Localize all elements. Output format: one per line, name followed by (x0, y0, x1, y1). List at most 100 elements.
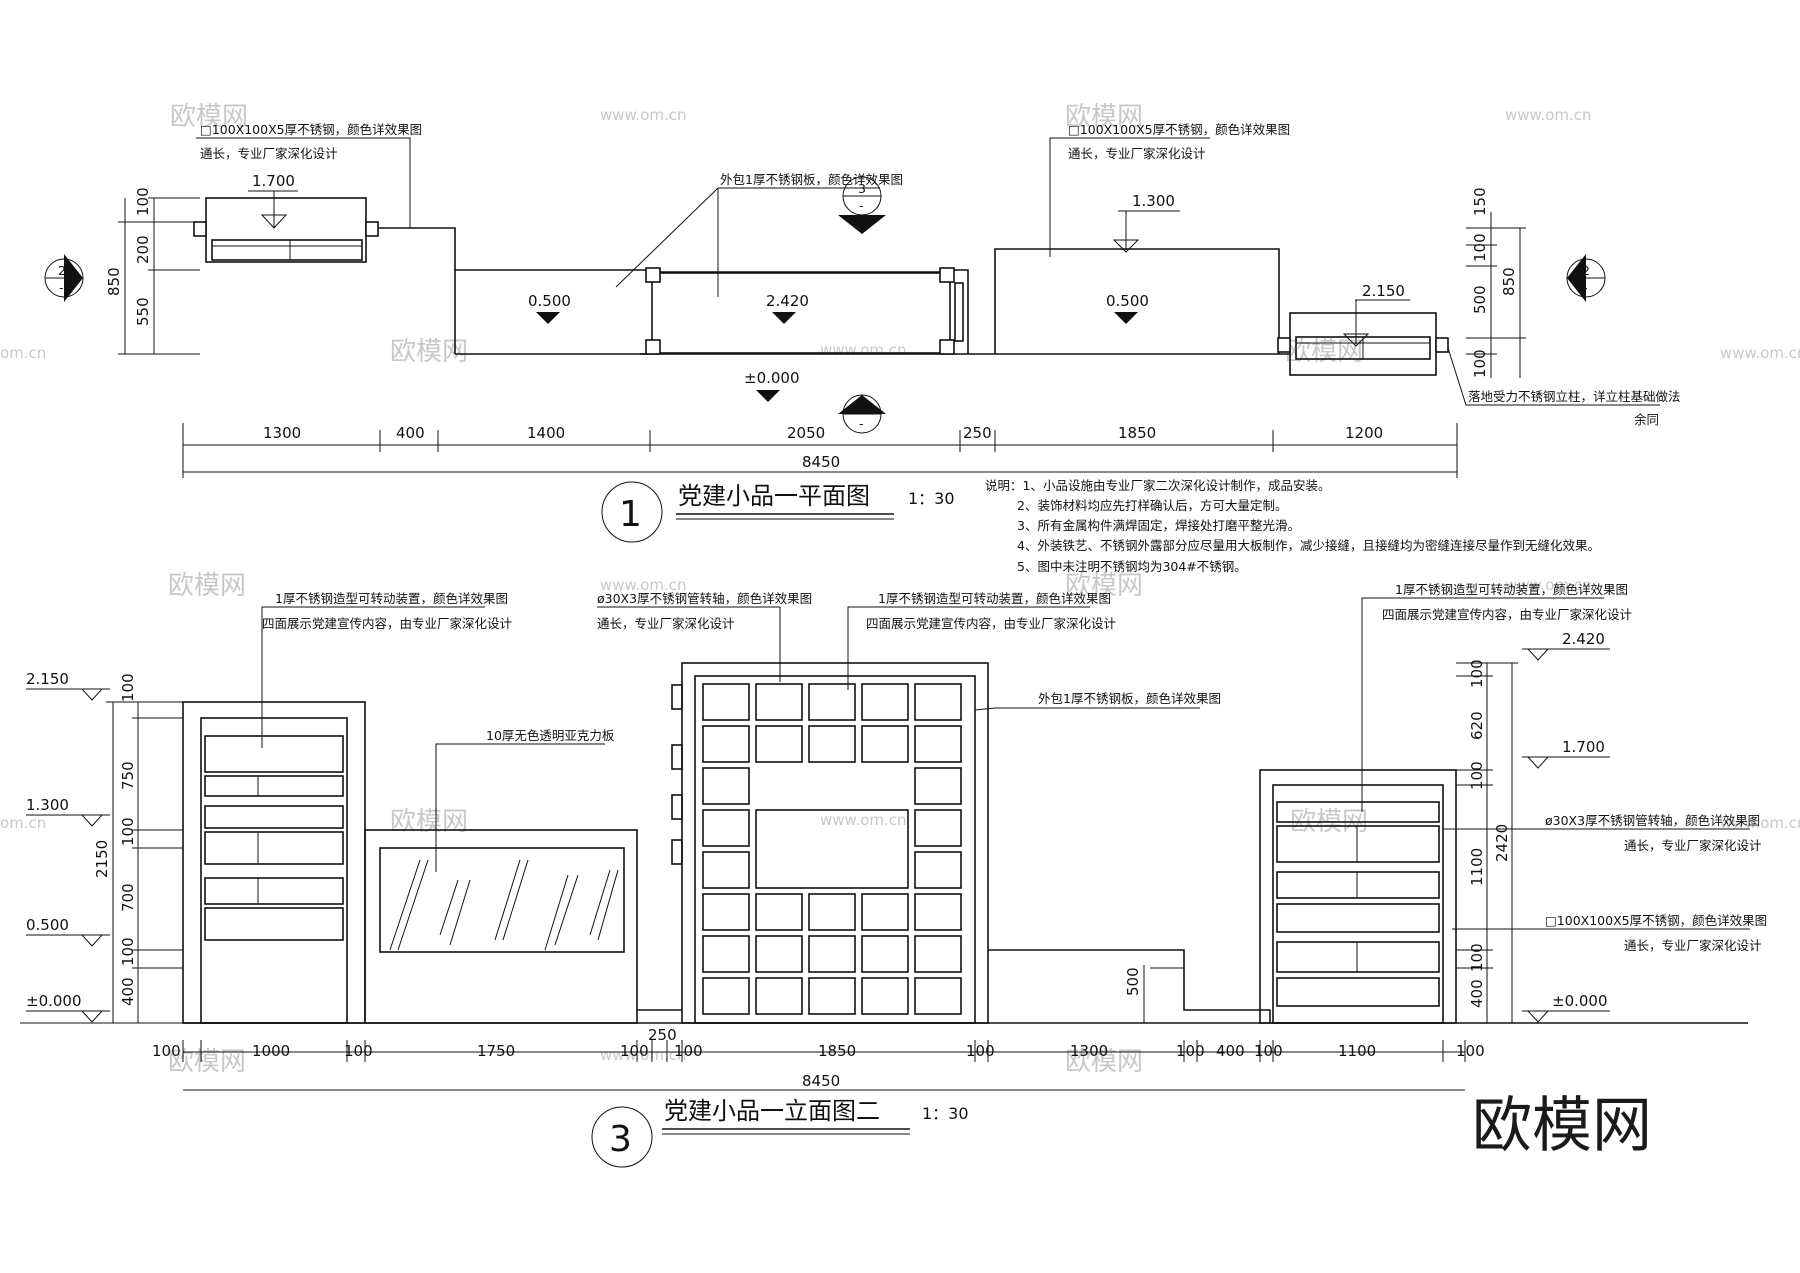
plan-left-unit (205, 197, 367, 263)
dim-label: 400 (396, 424, 425, 442)
grid-tile (755, 977, 803, 1015)
dim-label: 100 (966, 1042, 995, 1060)
note-text: 落地受力不锈钢立柱，详立柱基础做法 (1468, 389, 1681, 404)
view-number: 1 (619, 494, 642, 535)
note-text: 四面展示党建宣传内容，由专业厂家深化设计 (262, 616, 512, 631)
leader-line (1049, 137, 1210, 257)
grid-tile (914, 725, 962, 763)
post-marker (645, 267, 661, 283)
grid-tile (702, 851, 750, 889)
right-unit-inner (1272, 784, 1444, 1024)
watermark-url: om.cn (0, 344, 46, 362)
view-scale: 1：30 (922, 1104, 969, 1123)
plan-left-panel (211, 239, 363, 261)
note-text: 通长，专业厂家深化设计 (200, 146, 338, 161)
dim-label: 1400 (527, 424, 565, 442)
grid-tile (808, 935, 856, 973)
note-text: 四面展示党建宣传内容，由专业厂家深化设计 (1382, 607, 1632, 622)
spec-notes: 说明：1、小品设施由专业厂家二次深化设计制作，成品安装。 2、装饰材料均应先打样… (985, 478, 1600, 574)
grid-tile (861, 683, 909, 721)
grid-tile (914, 767, 962, 805)
dim-label: 1850 (1118, 424, 1156, 442)
grid-tile (861, 725, 909, 763)
acrylic-hatch (389, 859, 619, 951)
center-tile-grid (702, 683, 962, 1015)
post-marker (193, 221, 207, 237)
level-triangle (536, 312, 560, 324)
note-text: 通长，专业厂家深化设计 (1624, 838, 1762, 853)
leader-line (1447, 347, 1660, 406)
post-marker (1435, 337, 1449, 353)
leader-line (1361, 597, 1604, 812)
dim-label: 100 (620, 1042, 649, 1060)
grid-tile (861, 935, 909, 973)
watermark-brand: 欧模网 (1065, 102, 1143, 132)
grid-tile (808, 725, 856, 763)
grid-tile (914, 893, 962, 931)
watermark-url: www.om.cn (600, 106, 687, 124)
watermarks: 欧模网 www.om.cn 欧模网 www.om.cn om.cn 欧模网 ww… (0, 102, 1800, 1077)
watermark-brand: 欧模网 (170, 102, 248, 132)
spec-line: 3、所有金属构件满焊固定，焊接处打磨平整光滑。 (1017, 518, 1300, 533)
watermark-brand: 欧模网 (390, 337, 468, 367)
section-marker-top: 3 - (838, 176, 886, 234)
dim-label: 550 (134, 297, 152, 326)
view-number: 3 (609, 1119, 632, 1160)
spec-line: 2、装饰材料均应先打样确认后，方可大量定制。 (1017, 498, 1287, 513)
note-text: 10厚无色透明亚克力板 (486, 728, 615, 743)
post-marker (939, 267, 955, 283)
note-text: □100X100X5厚不锈钢，颜色详效果图 (1545, 913, 1767, 928)
view-scale: 1：30 (908, 489, 955, 508)
dim-label: 100 (119, 937, 137, 966)
dim-label: 400 (1468, 979, 1486, 1008)
section-marker-left: 2 - (44, 254, 84, 302)
grid-tile (808, 893, 856, 931)
dim-label: 1300 (1070, 1042, 1108, 1060)
dim-label: 2050 (787, 424, 825, 442)
watermark-url: om.cn (0, 814, 46, 832)
dim-label: 500 (1471, 285, 1489, 314)
acrylic-frame (364, 829, 638, 1024)
dim-label: 250 (963, 424, 992, 442)
svg-text:±0.000: ±0.000 (26, 992, 82, 1010)
plan-outline (378, 227, 969, 354)
dim-label: 100 (1456, 1042, 1485, 1060)
dim-ticks (182, 1040, 1466, 1062)
dim-ticks (182, 423, 1458, 478)
grid-tile (702, 809, 750, 847)
grid-tile (914, 977, 962, 1015)
dim-total: 8450 (802, 453, 840, 471)
level-label: 2.420 (766, 292, 809, 310)
grid-tile (755, 725, 803, 763)
elevation-view: 2.150 1.300 0.500 ±0.000 100 750 100 700… (20, 582, 1767, 1168)
dim-label: 100 (1468, 761, 1486, 790)
left-levels: 2.150 1.300 0.500 ±0.000 (26, 670, 110, 1023)
grid-tile (914, 809, 962, 847)
level-triangle (1114, 312, 1138, 324)
spec-line: 说明：1、小品设施由专业厂家二次深化设计制作，成品安装。 (985, 478, 1330, 493)
svg-text:±0.000: ±0.000 (1552, 992, 1608, 1010)
dim-label: 100 (1468, 659, 1486, 688)
spec-line: 5、图中未注明不锈钢均为304#不锈钢。 (1017, 559, 1247, 574)
dim-label: 400 (1216, 1042, 1245, 1060)
center-opening (755, 809, 909, 889)
dim-label: 100 (1254, 1042, 1283, 1060)
center-unit-inner (694, 675, 976, 1024)
dim-label: 100 (119, 673, 137, 702)
right-rotating-panels (1276, 801, 1440, 1007)
level-label: 0.500 (528, 292, 571, 310)
note-text: ø30X3厚不锈钢管转轴，颜色详效果图 (1545, 813, 1760, 828)
dim-label: 850 (105, 267, 123, 296)
plan-view: 1.700 0.500 2.420 0.500 1.300 2.150 ±0.0… (44, 122, 1681, 543)
svg-text:2: 2 (858, 399, 866, 414)
dim-label: 1200 (1345, 424, 1383, 442)
grid-tile (755, 893, 803, 931)
watermark-brand: 欧模网 (168, 571, 246, 601)
dim-label: 100 (152, 1042, 181, 1060)
svg-text:-: - (1583, 280, 1588, 295)
note-text: 1厚不锈钢造型可转动装置，颜色详效果图 (878, 591, 1111, 606)
grid-tile (914, 683, 962, 721)
note-text: 外包1厚不锈钢板，颜色详效果图 (1038, 691, 1221, 706)
dim-label: 850 (1500, 267, 1518, 296)
